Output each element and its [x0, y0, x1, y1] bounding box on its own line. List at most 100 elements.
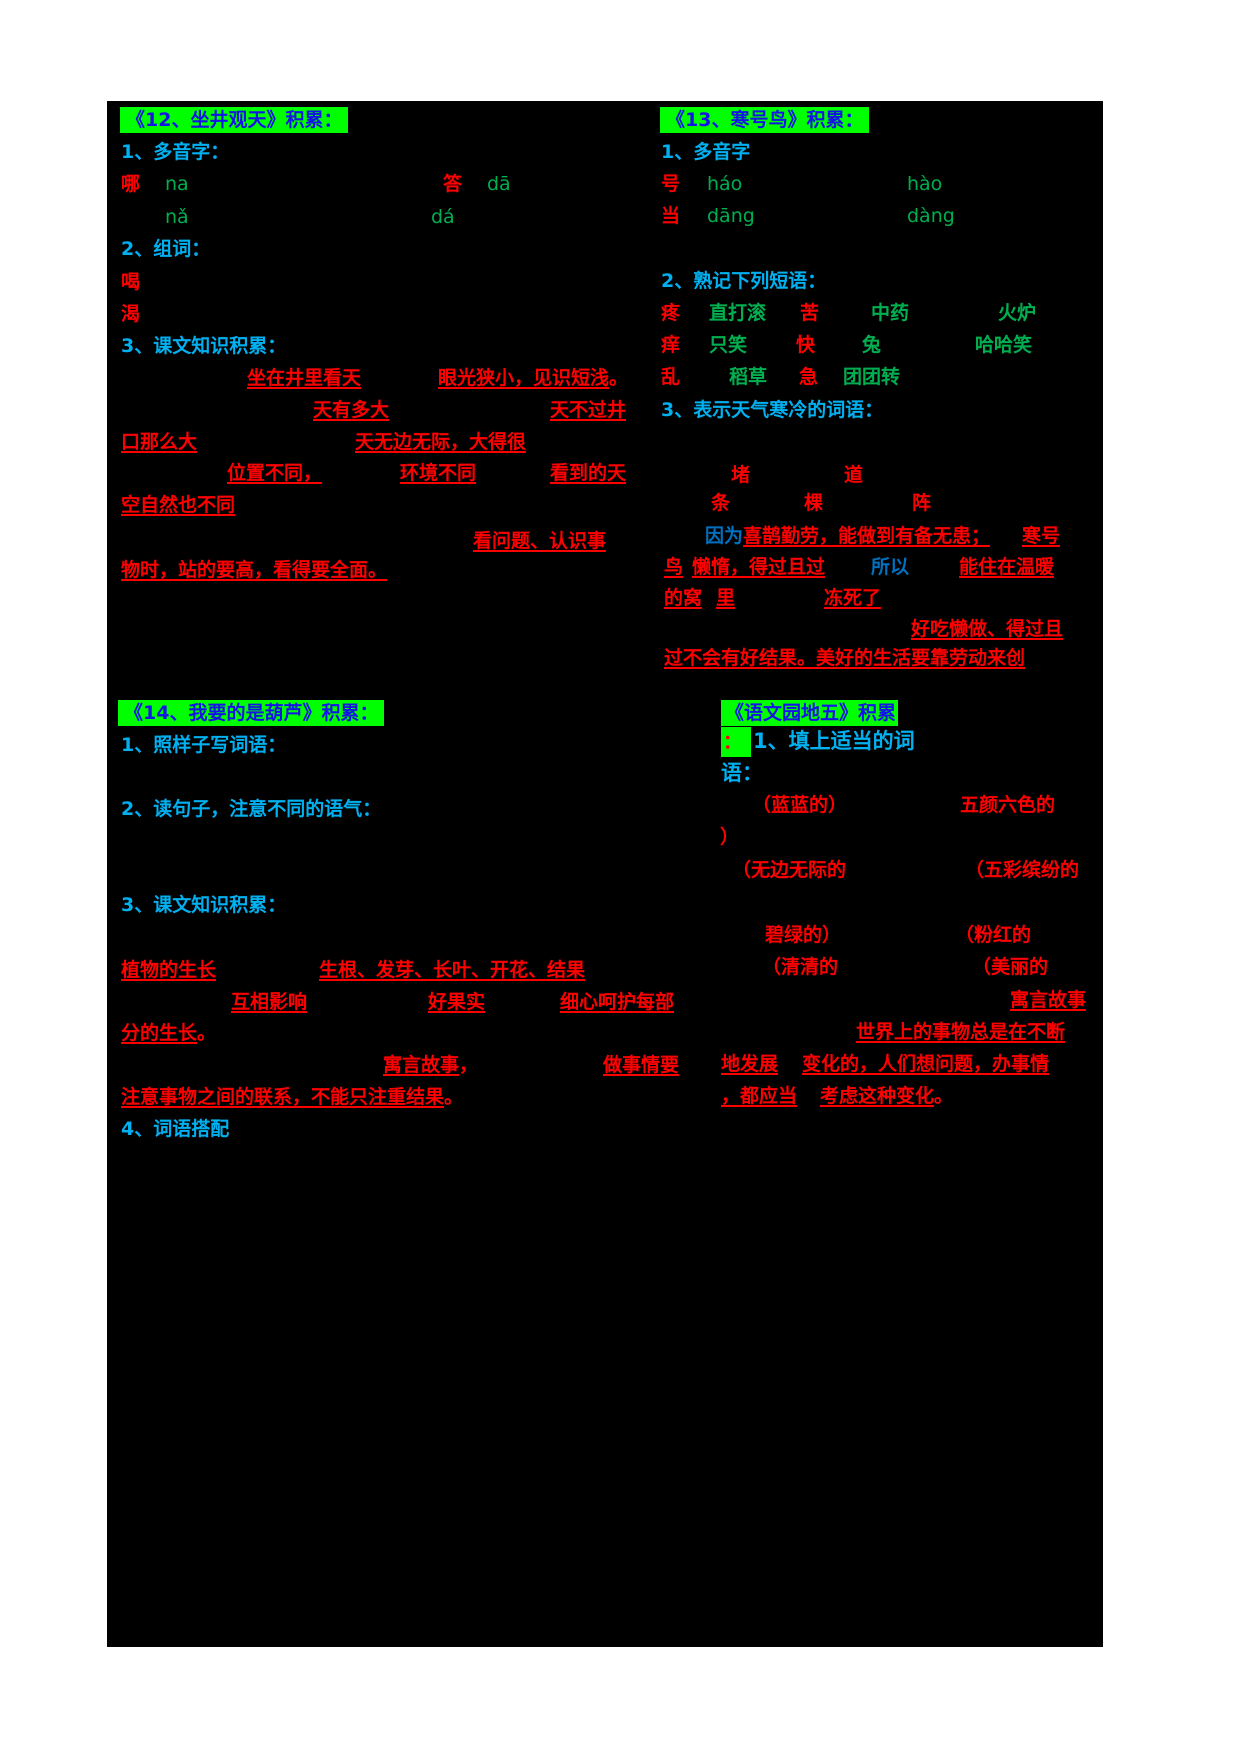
pinyin: hào: [907, 173, 943, 195]
measure-word: 堵: [731, 464, 751, 486]
pinyin: nǎ: [165, 206, 189, 228]
answer: 看到的天: [550, 462, 627, 484]
phrase: 中药: [871, 302, 910, 324]
pinyin: dàng: [907, 205, 955, 227]
answer: 坐在井里看天: [247, 367, 362, 389]
answer: 好果实: [428, 991, 486, 1013]
pinyin: dā: [487, 173, 511, 195]
answer: 的窝: [664, 587, 703, 609]
fill-answer: （清清的: [762, 956, 839, 978]
phrase-char: 乱: [661, 366, 681, 388]
answer: 天不过井: [550, 399, 627, 421]
garden5-s1-heading-cont: 语：: [721, 761, 763, 785]
lesson14-s3-heading: 3、课文知识积累：: [121, 894, 287, 916]
phrase-char: 痒: [661, 334, 681, 356]
answer: 眼光狭小，见识短浅: [438, 367, 610, 389]
punct: 。: [609, 367, 629, 389]
lesson14-s4-heading: 4、词语搭配: [121, 1118, 230, 1140]
answer: 寓言故事: [383, 1054, 460, 1076]
answer: 互相影响: [231, 991, 308, 1013]
fill-answer: （美丽的: [972, 956, 1049, 978]
answer: 物时，站的要高，看得要全面。: [121, 559, 388, 581]
phrase: 团团转: [843, 366, 901, 388]
poly-char: 号: [661, 173, 681, 195]
answer: 地发展: [721, 1053, 779, 1075]
fill-answer: 五颜六色的: [960, 794, 1056, 816]
answer: 细心呵护每部: [560, 991, 675, 1013]
phrase-char: 快: [796, 334, 816, 356]
answer: 能住在温暖: [959, 556, 1055, 578]
garden5-s1-heading: 1、填上适当的词: [753, 729, 915, 753]
garden5-title: 《语文园地五》积累: [721, 700, 899, 726]
poly-char: 答: [443, 173, 463, 195]
measure-word: 条: [711, 492, 731, 514]
answer: 天有多大: [313, 399, 390, 421]
measure-word: 阵: [912, 492, 932, 514]
lesson14-title: 《14、我要的是葫芦》积累：: [118, 700, 385, 726]
punct: 。: [444, 1086, 464, 1108]
connector-because: 因为: [705, 525, 744, 547]
answer: 考虑这种变化: [820, 1085, 935, 1107]
answer: 天无边无际，大得很: [355, 431, 527, 453]
lesson12-s1-heading: 1、多音字：: [121, 141, 230, 163]
phrase-char: 苦: [800, 302, 820, 324]
answer: 注意事物之间的联系，不能只注重结果: [121, 1086, 445, 1108]
title-highlight: [721, 727, 751, 757]
answer: 懒惰，得过且过: [692, 556, 826, 578]
lesson13-title: 《13、寒号鸟》积累：: [660, 107, 870, 133]
poly-char: 当: [661, 205, 681, 227]
answer: 过不会有好结果。美好的生活要靠劳动来创: [664, 647, 1026, 669]
punct: 。: [197, 1022, 217, 1044]
answer: 变化的，人们想问题，办事情: [802, 1053, 1050, 1075]
answer: ，都应当: [721, 1085, 798, 1107]
answer: 看问题、认识事: [473, 530, 607, 552]
zuci-char: 喝: [121, 271, 141, 293]
lesson13-s3-heading: 3、表示天气寒冷的词语：: [661, 399, 884, 421]
phrase-char: 疼: [661, 302, 681, 324]
zuci-char: 渴: [121, 303, 141, 325]
pinyin: dāng: [707, 205, 755, 227]
fill-answer: 碧绿的）: [765, 924, 842, 946]
measure-word: 棵: [804, 492, 824, 514]
pinyin: dá: [431, 206, 455, 228]
poly-char: 哪: [121, 173, 141, 195]
pinyin: háo: [707, 173, 743, 195]
answer: 环境不同: [400, 462, 477, 484]
punct: ，: [459, 1054, 479, 1076]
lesson13-s1-heading: 1、多音字: [661, 141, 751, 163]
answer: 好吃懒做、得过且: [911, 618, 1064, 640]
lesson12-title: 《12、坐井观天》积累：: [120, 107, 349, 133]
worksheet-page: [107, 101, 1103, 1647]
fill-answer: （粉红的: [955, 924, 1032, 946]
phrase: 哈哈笑: [975, 334, 1033, 356]
answer: 生根、发芽、长叶、开花、结果: [319, 959, 586, 981]
answer: 位置不同，: [227, 462, 323, 484]
answer: 冻死了: [824, 587, 882, 609]
measure-word: 道: [844, 464, 864, 486]
title-colon: ：: [723, 731, 743, 753]
answer: 空自然也不同: [121, 494, 236, 516]
answer: 寒号: [1022, 525, 1061, 547]
fill-answer: ）: [720, 826, 740, 848]
pinyin: na: [165, 173, 189, 195]
answer: 鸟: [664, 556, 684, 578]
fill-answer: （蓝蓝的）: [752, 794, 848, 816]
fill-answer: （五彩缤纷的: [965, 859, 1080, 881]
phrase: 直打滚: [709, 302, 767, 324]
lesson14-s1-heading: 1、照样子写词语：: [121, 734, 287, 756]
phrase: 只笑: [709, 334, 748, 356]
answer: 分的生长: [121, 1022, 198, 1044]
answer: 世界上的事物总是在不断: [856, 1021, 1066, 1043]
phrase: 兔: [862, 334, 882, 356]
answer: 寓言故事: [1010, 989, 1087, 1011]
answer: 里: [716, 587, 736, 609]
phrase-char: 急: [799, 366, 819, 388]
lesson14-s2-heading: 2、读句子，注意不同的语气：: [121, 798, 382, 820]
answer: 喜鹊勤劳，能做到有备无患；: [743, 525, 991, 547]
lesson12-s3-heading: 3、课文知识积累：: [121, 335, 287, 357]
fill-answer: （无边无际的: [732, 859, 847, 881]
phrase: 稻草: [729, 366, 768, 388]
answer: 植物的生长: [121, 959, 217, 981]
punct: 。: [934, 1085, 954, 1107]
connector-so: 所以: [871, 556, 910, 578]
